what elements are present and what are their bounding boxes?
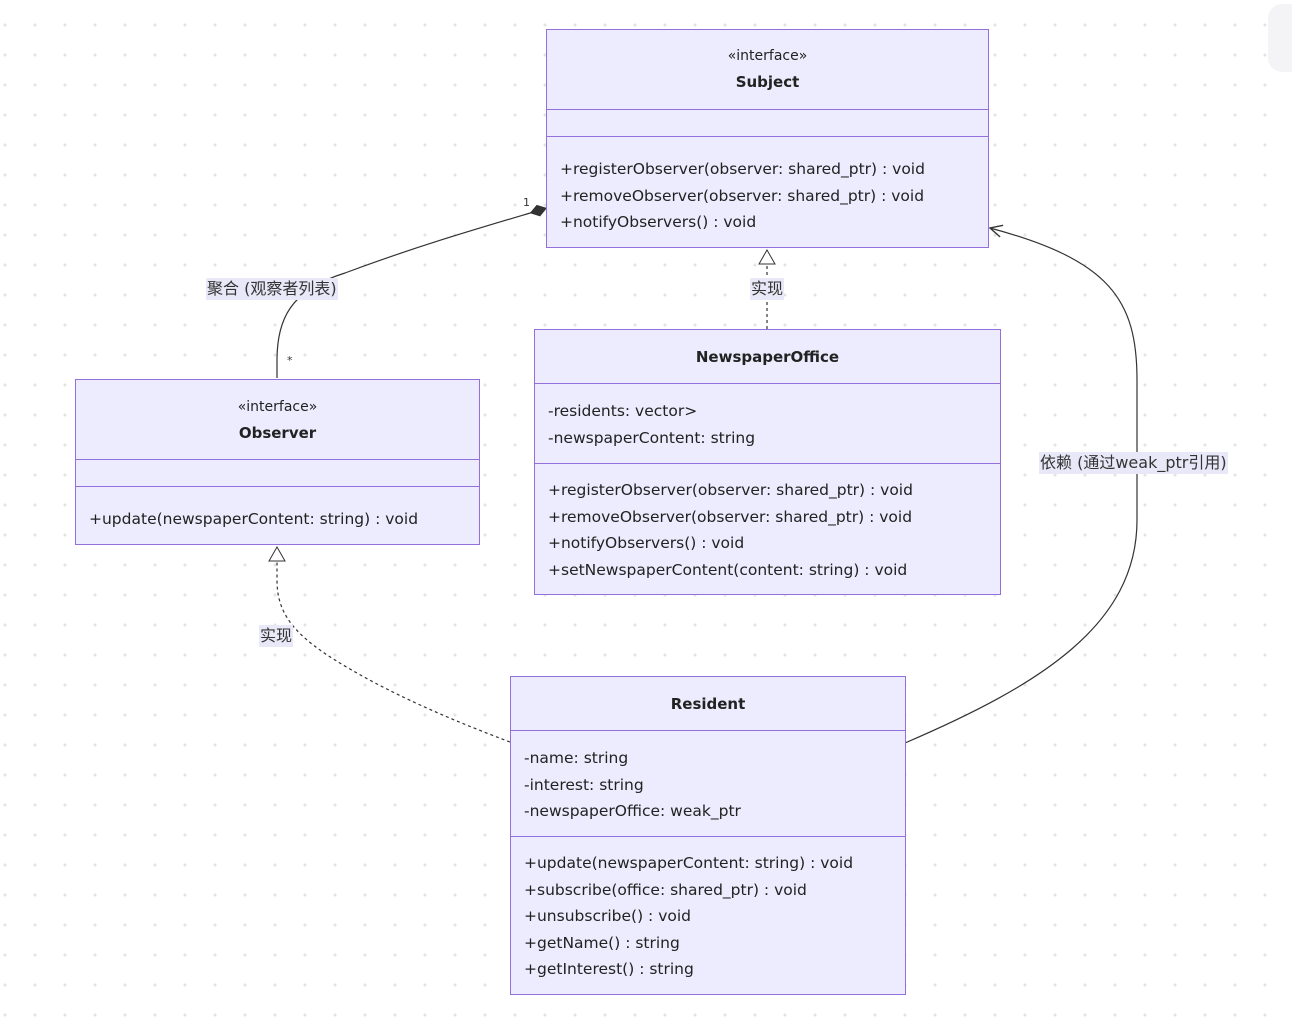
method: +setNewspaperContent(content: string) : … — [548, 560, 908, 579]
class-subject[interactable]: «interface» Subject +registerObserver(ob… — [546, 29, 989, 248]
dependency-edge — [904, 228, 1138, 744]
corner-panel — [1268, 4, 1292, 72]
attributes-compartment: -name: string -interest: string -newspap… — [511, 731, 905, 837]
attribute: -interest: string — [524, 775, 644, 794]
class-newspaper-office-header: NewspaperOffice — [535, 330, 1000, 384]
method: +registerObserver(observer: shared_ptr) … — [560, 160, 925, 178]
methods-compartment: +registerObserver(observer: shared_ptr) … — [547, 137, 988, 236]
attributes-compartment — [547, 110, 988, 137]
aggregation-label: 聚合 (观察者列表) — [206, 278, 338, 300]
class-name: Resident — [670, 695, 746, 713]
methods-compartment: +update(newspaperContent: string) : void… — [511, 837, 905, 983]
method: +getName() : string — [524, 933, 680, 952]
class-resident[interactable]: Resident -name: string -interest: string… — [510, 676, 906, 995]
stereotype-label: «interface» — [727, 48, 808, 64]
attributes-compartment — [76, 460, 479, 487]
class-resident-header: Resident — [511, 677, 905, 731]
realization-edge-resident — [268, 545, 511, 743]
attributes-compartment: -residents: vector> -newspaperContent: s… — [535, 384, 1000, 464]
multiplicity-subject: 1 — [523, 196, 530, 209]
methods-compartment: +update(newspaperContent: string) : void — [76, 487, 479, 533]
method: +removeObserver(observer: shared_ptr) : … — [560, 186, 925, 205]
stereotype-label: «interface» — [237, 399, 318, 415]
class-name: NewspaperOffice — [695, 348, 840, 366]
method: +update(newspaperContent: string) : void — [524, 854, 854, 872]
method: +update(newspaperContent: string) : void — [89, 510, 419, 528]
realization-label-newspaper-office: 实现 — [750, 278, 785, 300]
methods-compartment: +registerObserver(observer: shared_ptr) … — [535, 464, 1000, 583]
method: +notifyObservers() : void — [548, 534, 745, 552]
class-name: Observer — [238, 424, 317, 442]
method: +unsubscribe() : void — [524, 907, 691, 925]
class-subject-header: «interface» Subject — [547, 30, 988, 110]
attribute: -residents: vector> — [548, 402, 698, 420]
method: +registerObserver(observer: shared_ptr) … — [548, 481, 913, 499]
class-newspaper-office[interactable]: NewspaperOffice -residents: vector> -new… — [534, 329, 1001, 595]
class-observer[interactable]: «interface» Observer +update(newspaperCo… — [75, 379, 480, 545]
method: +subscribe(office: shared_ptr) : void — [524, 880, 807, 899]
attribute: -newspaperContent: string — [548, 428, 756, 447]
aggregation-edge — [276, 204, 548, 378]
method: +getInterest() : string — [524, 960, 694, 978]
attribute: -name: string — [524, 749, 629, 767]
class-name: Subject — [735, 73, 800, 91]
dependency-label: 依赖 (通过weak_ptr引用) — [1039, 452, 1228, 474]
multiplicity-observer: * — [287, 354, 293, 367]
method: +removeObserver(observer: shared_ptr) : … — [548, 507, 913, 526]
attribute: -newspaperOffice: weak_ptr — [524, 802, 741, 820]
class-observer-header: «interface» Observer — [76, 380, 479, 460]
method: +notifyObservers() : void — [560, 213, 757, 231]
realization-label-resident: 实现 — [259, 625, 294, 647]
